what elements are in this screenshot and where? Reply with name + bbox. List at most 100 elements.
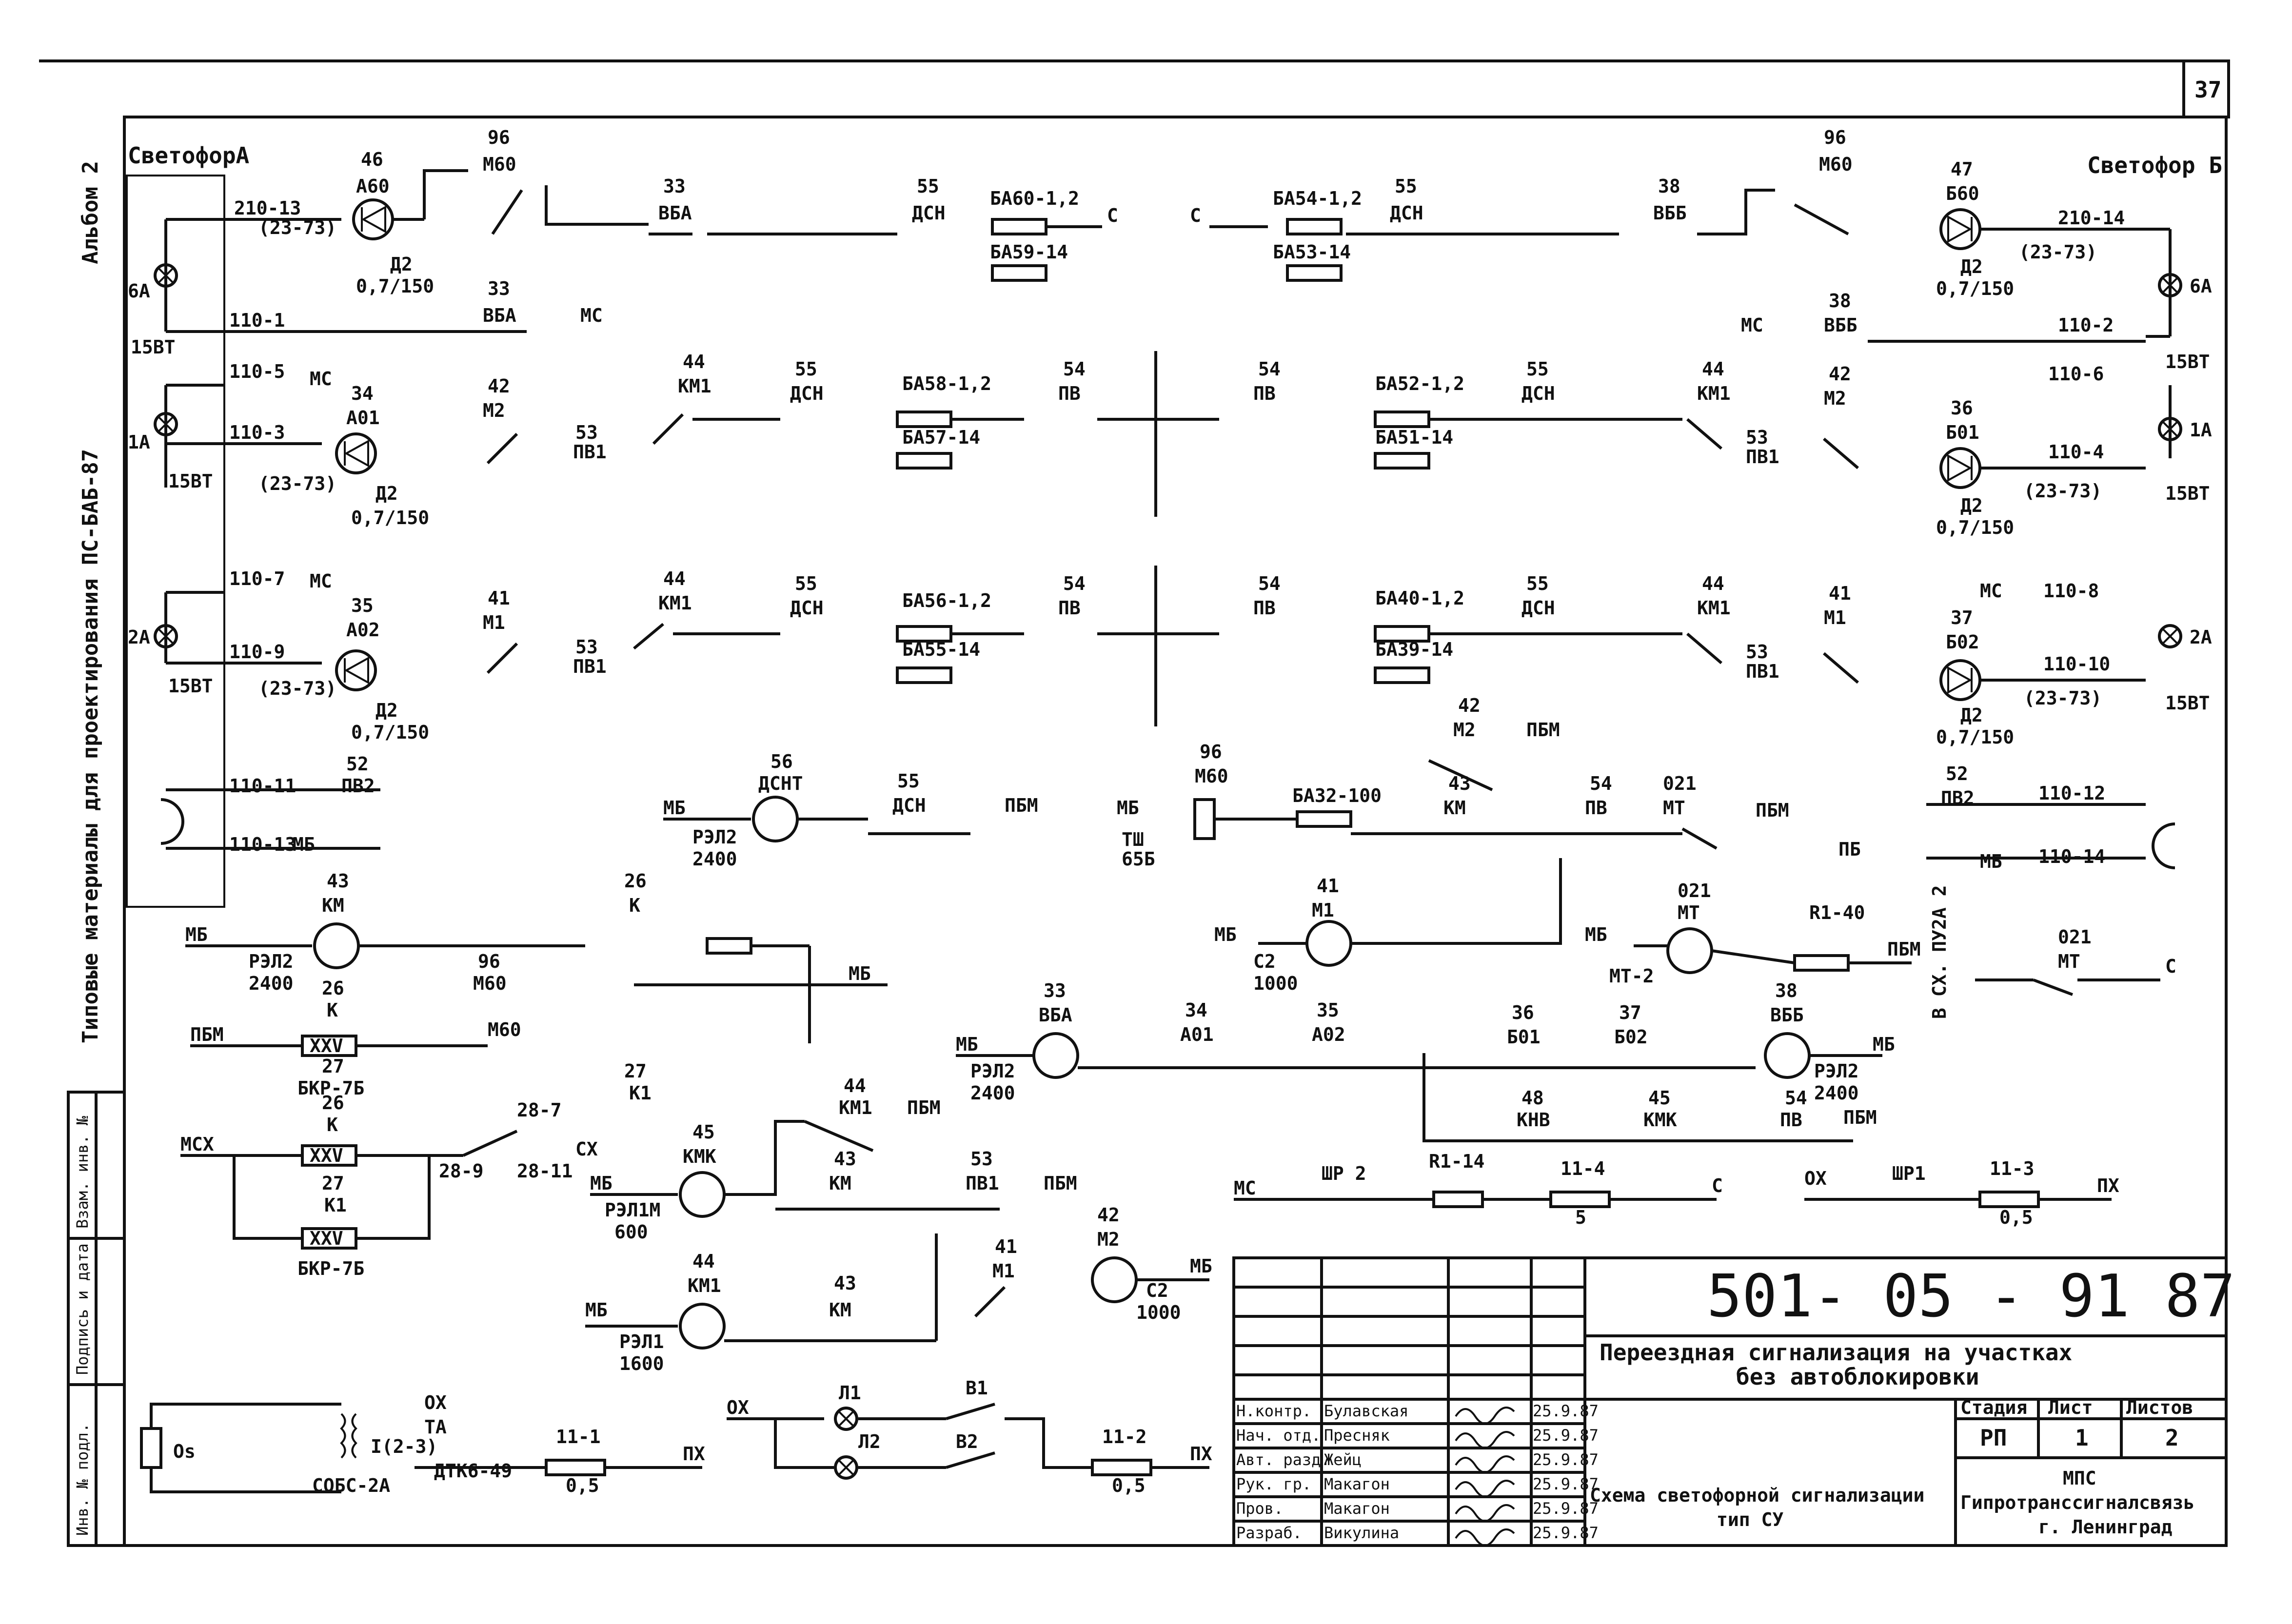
pbm-pv1: ПБМ: [1044, 1173, 1077, 1194]
name-4: Макагон: [1324, 1499, 1390, 1518]
b02-num: 37: [1951, 607, 1973, 628]
kmk-num: 45: [692, 1121, 715, 1143]
w15-a2: 15ВТ: [168, 470, 213, 492]
wire-kmk-b: [724, 1120, 805, 1196]
dsn-name-7: ДСН: [892, 795, 926, 816]
r2373-a2: (23-73): [258, 473, 336, 494]
a60-dtype: Д2: [390, 254, 413, 275]
km-name-1: КМ: [1443, 797, 1466, 819]
pbm-mt2: ПБМ: [1887, 939, 1921, 960]
m1-name-1: М1: [483, 612, 505, 633]
pv-num-4: 54: [1258, 573, 1281, 594]
role-5: Разраб.: [1236, 1524, 1302, 1542]
a01-num-2: 34: [1185, 999, 1207, 1021]
res-ba59: [991, 264, 1047, 282]
relay-m2: [1091, 1256, 1138, 1303]
res-ba55: [896, 666, 952, 684]
res-ba51: [1374, 452, 1430, 470]
f11-3: 11-3: [1990, 1158, 2035, 1179]
fuse-11-1: [545, 1459, 606, 1476]
pv1-name-3: ПВ1: [573, 656, 607, 677]
sheet-value: 1: [2075, 1425, 2089, 1451]
mb-km: МБ: [185, 924, 208, 945]
r114-label: R1-14: [1429, 1151, 1484, 1172]
transformer-pins: I(2-3): [371, 1436, 437, 1457]
w15-a3: 15ВТ: [168, 675, 213, 697]
mt-name-2: МТ: [1678, 902, 1700, 923]
diode-b01: [1939, 447, 1981, 489]
mb-right-1: МБ: [1980, 851, 2002, 872]
w110-13: 110-13: [229, 834, 296, 855]
date-2: 25.9.87: [1533, 1450, 1599, 1469]
date-3: 25.9.87: [1533, 1475, 1599, 1493]
b01-num-2: 36: [1512, 1002, 1534, 1023]
vba-num-3: 33: [1044, 980, 1066, 1001]
mt-name-3: МТ: [2058, 951, 2080, 972]
pv-num-1: 54: [1063, 358, 1086, 380]
ba53-label: БА53-14: [1273, 241, 1351, 263]
w110-9: 110-9: [229, 641, 285, 663]
m60-num-1: 96: [488, 127, 510, 148]
bell-a: [160, 798, 184, 845]
r2373-b3: (23-73): [2024, 687, 2102, 709]
typical-materials-label: Типовые материалы для проектирования: [78, 578, 103, 1043]
relay-km1: [679, 1303, 726, 1350]
sx-label: СХ: [575, 1138, 598, 1160]
res-r114: [1432, 1191, 1484, 1208]
kmk-name-2: КМК: [1643, 1109, 1677, 1131]
res-ba53: [1286, 264, 1343, 282]
res-ba60: [991, 218, 1047, 235]
kmk-res: 600: [614, 1221, 648, 1243]
m2-name-1: М2: [483, 400, 505, 421]
signatures: [1455, 1407, 1515, 1546]
fuse-11-4: [1549, 1191, 1611, 1208]
a02-rating: 0,7/150: [351, 722, 429, 743]
dsn-name-6: ДСН: [1521, 597, 1555, 619]
name-3: Макагон: [1324, 1475, 1390, 1493]
ba54-label: БА54-1,2: [1273, 188, 1362, 209]
bkr-2: БКР-7Б: [297, 1258, 364, 1279]
a01-dtype: Д2: [375, 483, 398, 504]
res-51: [706, 937, 752, 955]
b60-num: 47: [1951, 158, 1973, 180]
mb-kmk: МБ: [590, 1173, 613, 1194]
mb-m2: МБ: [1190, 1255, 1212, 1277]
km1-name-1: КМ1: [678, 375, 711, 397]
mt-num-2: 021: [1678, 880, 1711, 901]
dsnt-num: 56: [771, 751, 793, 772]
lamp-2a-left: [154, 624, 178, 648]
mt-num-3: 021: [2058, 926, 2092, 948]
wire-l-e: [1005, 1417, 1092, 1469]
c-row1-right: С: [1190, 205, 1201, 226]
bkr-1: БКР-7Б: [297, 1077, 364, 1099]
m1-num-2: 41: [1829, 583, 1851, 604]
pv-num-5: 54: [1590, 773, 1612, 794]
contact-m2-3: [1428, 759, 1493, 791]
m1-name-3: М1: [1312, 900, 1334, 921]
dsn-name-2: ДСН: [1390, 202, 1423, 224]
m1-name-2: М1: [1824, 607, 1846, 628]
coil-m60: [1193, 798, 1216, 840]
vba-name-2: ВБА: [483, 305, 516, 326]
b01-rating: 0,7/150: [1936, 517, 2014, 538]
pv1-name-5: ПВ1: [966, 1173, 999, 1194]
m1-num-1: 41: [488, 587, 510, 609]
b01-dtype: Д2: [1960, 495, 1983, 516]
pv1-name-4: ПВ1: [1746, 661, 1779, 682]
v1-label: В1: [966, 1377, 988, 1399]
sh1-label: ШР1: [1892, 1163, 1926, 1184]
b60-name: Б60: [1946, 183, 1979, 204]
n28-9: 28-9: [439, 1160, 484, 1182]
m60-num-2: 96: [1824, 127, 1846, 148]
km-type: РЭЛ2: [249, 951, 294, 972]
k-num-2: 26: [322, 978, 344, 999]
vba-num-2: 33: [488, 278, 510, 299]
pv1-num-1: 53: [575, 422, 598, 443]
date-0: 25.9.87: [1533, 1402, 1599, 1420]
f05-3: 0,5: [1999, 1207, 2033, 1228]
b02-name-2: Б02: [1614, 1026, 1648, 1048]
stamp-signature-date: Подпись и дата: [73, 1243, 92, 1375]
lamp-6a-left: [154, 263, 178, 288]
role-0: Н.контр.: [1236, 1402, 1311, 1420]
